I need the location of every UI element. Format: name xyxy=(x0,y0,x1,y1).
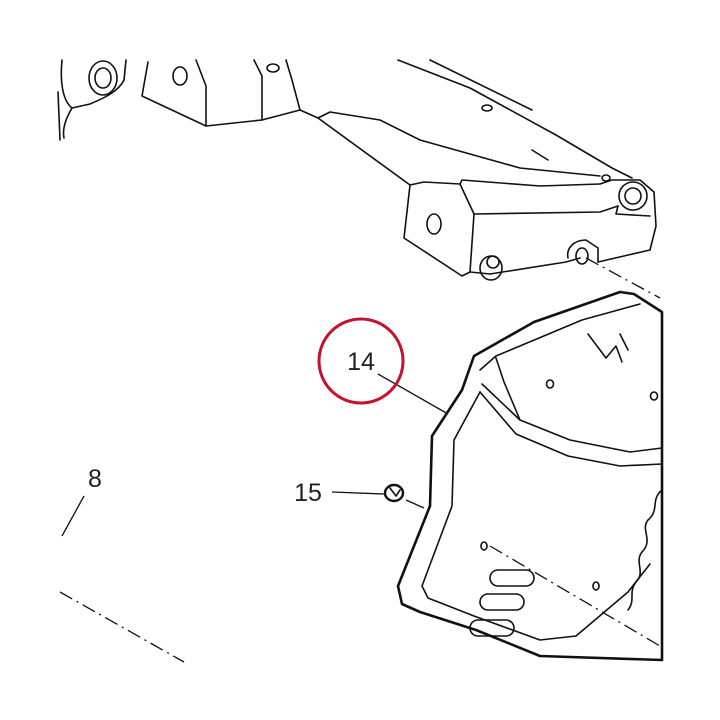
highlight-circle xyxy=(317,317,405,405)
leader-15 xyxy=(331,491,385,495)
callout-8: 8 xyxy=(88,465,102,493)
callout-14: 14 xyxy=(347,348,375,376)
leader-14 xyxy=(377,373,449,415)
leader-15-to-guard xyxy=(405,499,425,509)
centerline-guard xyxy=(489,545,661,647)
centerline-part-8 xyxy=(59,591,185,663)
frame-assembly xyxy=(57,59,657,281)
guard-cover-part-14 xyxy=(396,290,664,662)
leader-8 xyxy=(61,495,85,537)
callout-15: 15 xyxy=(294,479,322,507)
clip-part-15 xyxy=(383,483,405,503)
